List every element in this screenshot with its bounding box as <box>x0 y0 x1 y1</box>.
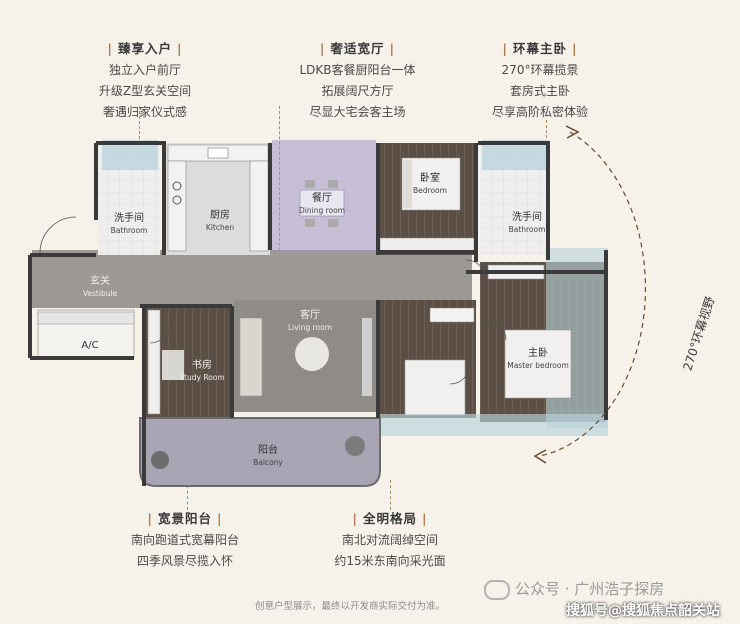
dining-chair <box>328 219 338 227</box>
callout-entry-line: 升级Z型玄关空间 <box>98 84 192 98</box>
room-zh: 书房 <box>192 360 212 371</box>
leader-line <box>390 480 391 510</box>
stove-burner <box>172 181 182 191</box>
study-shelf <box>147 309 161 415</box>
callout-living: 奢适宽厅 LDKB客餐厨阳台一体 拓展阔尺方厅 尽显大宅会客主场 <box>275 38 440 123</box>
room-label-living: 客厅 Living room <box>280 310 340 334</box>
callout-layout-line: 约15米东南向采光面 <box>334 554 446 568</box>
callout-balcony-line: 四季风景尽揽入怀 <box>136 554 233 568</box>
room-label-bathroom-1: 洗手间 Bathroom <box>104 213 154 237</box>
callout-entry-line: 奢遇归家仪式感 <box>102 105 187 119</box>
room-zh: 阳台 <box>258 445 278 456</box>
bedroom-2-wardrobe <box>429 307 475 323</box>
stove-burner <box>172 195 182 205</box>
room-en: Bathroom <box>110 226 148 235</box>
callout-balcony-title: 宽景阳台 <box>142 508 227 529</box>
watermark-account-text: 公众号 · 广州浩子探房 <box>515 580 665 598</box>
dining-chair <box>328 180 338 188</box>
floor-corridor <box>32 250 472 308</box>
room-zh: 卧室 <box>420 173 440 184</box>
callout-master-line: 套房式主卧 <box>509 84 570 98</box>
callout-balcony: 宽景阳台 南向跑道式宽幕阳台 四季风景尽揽入怀 <box>110 508 260 572</box>
callout-master-line: 270°环幕揽景 <box>501 63 579 77</box>
room-label-dining: 餐厅 Dining room <box>290 193 354 217</box>
callout-entry: 臻享入户 独立入户前厅 升级Z型玄关空间 奢遇归家仪式感 <box>70 38 220 123</box>
room-en: Balcony <box>253 458 283 467</box>
watermark-account: 公众号 · 广州浩子探房 <box>484 578 664 600</box>
room-zh: 客厅 <box>300 310 320 321</box>
room-en: Bathroom <box>508 225 546 234</box>
room-label-balcony: 阳台 Balcony <box>238 445 298 469</box>
room-zh: A/C <box>81 340 99 351</box>
room-en: Master bedroom <box>507 361 569 370</box>
door-arcs <box>39 216 507 385</box>
room-label-vestibule: 玄关 Vestibule <box>70 276 130 300</box>
room-zh: 卧室 <box>417 369 437 380</box>
room-en: Dining room <box>299 206 345 215</box>
room-en: Bedroom <box>413 186 447 195</box>
coffee-table <box>295 337 329 371</box>
dining-chair <box>305 219 315 227</box>
balcony-floor <box>140 418 380 486</box>
kitchen-counter <box>249 160 269 252</box>
callout-master: 环幕主卧 270°环幕揽景 套房式主卧 尽享高阶私密体验 <box>460 38 620 123</box>
callout-living-title: 奢适宽厅 <box>315 38 400 59</box>
callout-entry-title: 臻享入户 <box>102 38 187 59</box>
leader-line <box>187 480 188 510</box>
room-label-ac: A/C <box>70 340 110 352</box>
room-en: Kitchen <box>205 223 235 232</box>
room-label-bedroom-1: 卧室 Bedroom <box>405 173 455 197</box>
sofa <box>239 317 263 397</box>
kitchen-counter <box>167 160 187 252</box>
bedroom-1-pillow <box>402 160 412 208</box>
room-en: Living room <box>287 323 333 332</box>
plant <box>151 451 169 469</box>
callout-layout-line: 南北对流阔绰空间 <box>341 533 438 547</box>
callout-living-line: 尽显大宅会客主场 <box>309 105 406 119</box>
dining-chair <box>305 180 315 188</box>
master-bed <box>504 329 572 399</box>
wechat-icon <box>484 579 510 600</box>
room-zh: 洗手间 <box>114 213 144 224</box>
callout-layout: 全明格局 南北对流阔绰空间 约15米东南向采光面 <box>305 508 475 572</box>
room-en: Vestibule <box>82 289 118 298</box>
sink <box>207 147 229 159</box>
view-arc-arrow-bottom <box>533 449 547 464</box>
callout-entry-line: 独立入户前厅 <box>108 63 181 77</box>
room-label-study: 书房 Study Room <box>174 360 230 384</box>
room-label-bathroom-2: 洗手间 Bathroom <box>502 212 552 236</box>
view-arc-arrow-top <box>565 125 580 139</box>
room-zh: 玄关 <box>90 276 110 287</box>
callout-master-title: 环幕主卧 <box>497 38 582 59</box>
room-label-kitchen: 厨房 Kitchen <box>195 210 245 234</box>
bedroom-2-glass <box>376 414 608 436</box>
dining-table <box>299 189 345 217</box>
view-arc <box>539 131 647 457</box>
walls <box>28 141 608 486</box>
shoe-cabinet <box>37 311 135 325</box>
watermark-site: 搜狐号@搜狐焦点韶关站 <box>566 603 720 619</box>
room-en: Study Room <box>179 373 225 382</box>
callout-balcony-line: 南向跑道式宽幕阳台 <box>130 533 239 547</box>
callout-living-line: LDKB客餐厨阳台一体 <box>299 63 416 77</box>
room-label-bedroom-2: 卧室 Bedroom <box>402 369 452 393</box>
plant <box>345 436 365 456</box>
callout-master-line: 尽享高阶私密体验 <box>491 105 588 119</box>
balcony-rail <box>139 417 381 487</box>
room-zh: 洗手间 <box>512 212 542 223</box>
room-zh: 厨房 <box>210 210 230 221</box>
study-desk <box>162 350 184 380</box>
callout-layout-title: 全明格局 <box>347 508 432 529</box>
disclaimer: 创意户型展示，最终以开发商实际交付为准。 <box>254 601 445 612</box>
callout-living-line: 拓展阔尺方厅 <box>321 84 394 98</box>
study-floor <box>146 308 232 418</box>
bedroom-2-bed <box>404 359 466 416</box>
room-en: Bedroom <box>410 382 444 391</box>
room-zh: 主卧 <box>528 348 548 359</box>
room-zh: 餐厅 <box>312 193 332 204</box>
room-label-master: 主卧 Master bedroom <box>506 348 570 372</box>
tv-cabinet <box>362 318 372 396</box>
bedroom-1-wardrobe <box>379 237 475 253</box>
